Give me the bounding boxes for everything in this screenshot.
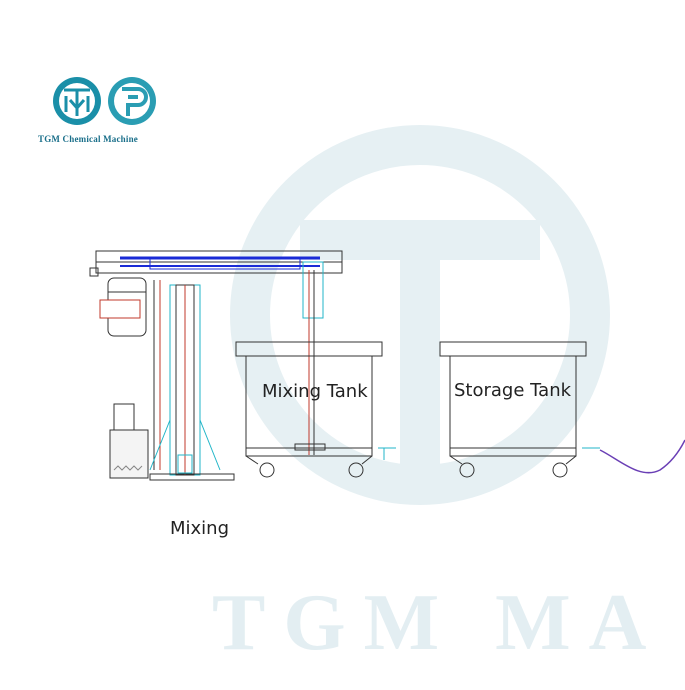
p-logo-icon (108, 77, 156, 125)
brand-name: TGM Chemical Machine (38, 134, 138, 144)
mixing-caption: Mixing (170, 518, 230, 539)
storage-tank-label: Storage Tank (454, 380, 572, 401)
storage-tank (439, 341, 600, 478)
mixer-column (149, 280, 221, 476)
mixing-tank-label: Mixing Tank (262, 381, 368, 402)
mixer-motor (99, 277, 147, 337)
gantry-beam (89, 250, 343, 277)
watermark-logo-icon (230, 125, 610, 505)
tank-mixer-shaft (294, 261, 326, 455)
hydraulic-pump-unit (109, 403, 149, 479)
tgm-logo-icon (53, 77, 101, 125)
watermark-text: TGM MA (212, 579, 665, 667)
mixing-tank (235, 341, 396, 478)
base-plate (149, 473, 235, 481)
outlet-hose (599, 439, 685, 474)
